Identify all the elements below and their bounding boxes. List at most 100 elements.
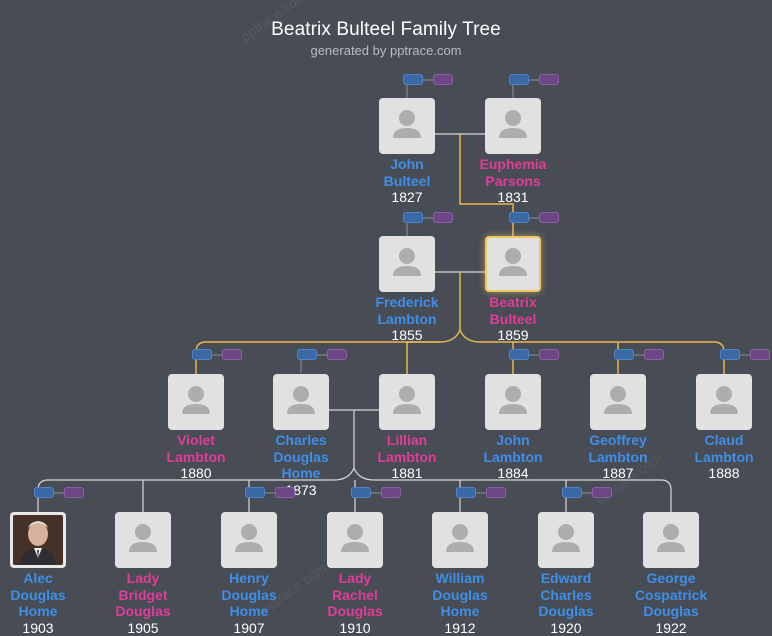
expand-mother-button[interactable] bbox=[433, 212, 453, 223]
expand-mother-button[interactable] bbox=[64, 487, 84, 498]
person-avatar[interactable] bbox=[221, 512, 277, 568]
person-name-line: Home bbox=[281, 465, 321, 481]
person-birth-year: 1859 bbox=[497, 327, 529, 343]
person-name-line: Cospatrick bbox=[634, 586, 708, 603]
expand-father-button[interactable] bbox=[403, 212, 423, 223]
expand-mother-button[interactable] bbox=[644, 349, 664, 360]
person-name-line: Rachel bbox=[332, 586, 378, 603]
person-name-line: Claud bbox=[704, 432, 744, 448]
person-avatar[interactable] bbox=[115, 512, 171, 568]
expand-father-button[interactable] bbox=[245, 487, 265, 498]
person-avatar[interactable] bbox=[538, 512, 594, 568]
expand-father-button[interactable] bbox=[562, 487, 582, 498]
expand-father-button[interactable] bbox=[614, 349, 634, 360]
person-birth-year: 1831 bbox=[497, 189, 529, 205]
expand-mother-button[interactable] bbox=[222, 349, 242, 360]
page-subtitle: generated by pptrace.com bbox=[310, 43, 462, 58]
expand-mother-button[interactable] bbox=[327, 349, 347, 360]
expand-father-button[interactable] bbox=[456, 487, 476, 498]
person-name-line: George bbox=[646, 570, 696, 586]
person-avatar[interactable] bbox=[485, 236, 541, 292]
person-name-line: John bbox=[496, 432, 530, 448]
expand-mother-button[interactable] bbox=[433, 74, 453, 85]
expand-mother-button[interactable] bbox=[592, 487, 612, 498]
person-birth-year: 1907 bbox=[233, 619, 265, 636]
expand-father-button[interactable] bbox=[192, 349, 212, 360]
person-birth-year: 1880 bbox=[180, 465, 212, 481]
person-name-line: Lady bbox=[126, 570, 160, 586]
person-avatar[interactable] bbox=[590, 374, 646, 430]
person-avatar[interactable] bbox=[379, 236, 435, 292]
person-name-line: Douglas bbox=[327, 603, 383, 619]
person-avatar[interactable] bbox=[379, 98, 435, 154]
person-avatar[interactable] bbox=[273, 374, 329, 430]
person-name-line: Charles bbox=[275, 432, 327, 448]
person-birth-year: 1922 bbox=[655, 619, 687, 636]
person-name-line: Lambton bbox=[377, 448, 437, 465]
expand-father-button[interactable] bbox=[403, 74, 423, 85]
expand-mother-button[interactable] bbox=[539, 74, 559, 85]
expand-father-button[interactable] bbox=[509, 212, 529, 223]
expand-mother-button[interactable] bbox=[750, 349, 770, 360]
descent-line-highlight bbox=[195, 329, 461, 374]
expand-father-button[interactable] bbox=[34, 487, 54, 498]
person-avatar[interactable] bbox=[379, 374, 435, 430]
person-name-line: Alec bbox=[23, 570, 53, 586]
person-birth-year: 1827 bbox=[391, 189, 423, 205]
expand-father-button[interactable] bbox=[297, 349, 317, 360]
expand-mother-button[interactable] bbox=[539, 212, 559, 223]
expand-mother-button[interactable] bbox=[381, 487, 401, 498]
expand-father-button[interactable] bbox=[351, 487, 371, 498]
person-name-line: Parsons bbox=[485, 172, 541, 189]
person-avatar[interactable] bbox=[696, 374, 752, 430]
expand-father-button[interactable] bbox=[509, 349, 529, 360]
person-name-line: Home bbox=[440, 603, 480, 619]
person-birth-year: 1887 bbox=[602, 465, 634, 481]
person-name-line: Frederick bbox=[375, 294, 439, 310]
expand-father-button[interactable] bbox=[720, 349, 740, 360]
expand-mother-button[interactable] bbox=[275, 487, 295, 498]
expand-mother-button[interactable] bbox=[539, 349, 559, 360]
expand-father-button[interactable] bbox=[509, 74, 529, 85]
person-avatar[interactable] bbox=[168, 374, 224, 430]
person-name-line: Lady bbox=[338, 570, 372, 586]
person-name-line: Violet bbox=[177, 432, 215, 448]
person-avatar[interactable] bbox=[485, 98, 541, 154]
expand-mother-button[interactable] bbox=[486, 487, 506, 498]
person-name-line: Henry bbox=[229, 570, 269, 586]
person-birth-year: 1912 bbox=[444, 619, 476, 636]
person-birth-year: 1910 bbox=[339, 619, 371, 636]
person-photo[interactable] bbox=[10, 512, 66, 568]
person-name-line: Home bbox=[229, 603, 269, 619]
person-avatar[interactable] bbox=[485, 374, 541, 430]
descent-line bbox=[353, 467, 672, 512]
person-birth-year: 1905 bbox=[127, 619, 159, 636]
person-name-line: Home bbox=[18, 603, 58, 619]
person-avatar[interactable] bbox=[327, 512, 383, 568]
person-name-line: Douglas bbox=[221, 586, 277, 603]
person-birth-year: 1881 bbox=[391, 465, 423, 481]
person-name-line: Lillian bbox=[386, 432, 428, 448]
person-name-line: Lambton bbox=[377, 310, 437, 327]
person-avatar[interactable] bbox=[432, 512, 488, 568]
person-avatar[interactable] bbox=[643, 512, 699, 568]
descent-line-highlight bbox=[459, 329, 725, 374]
person-name-line: Douglas bbox=[273, 448, 329, 465]
